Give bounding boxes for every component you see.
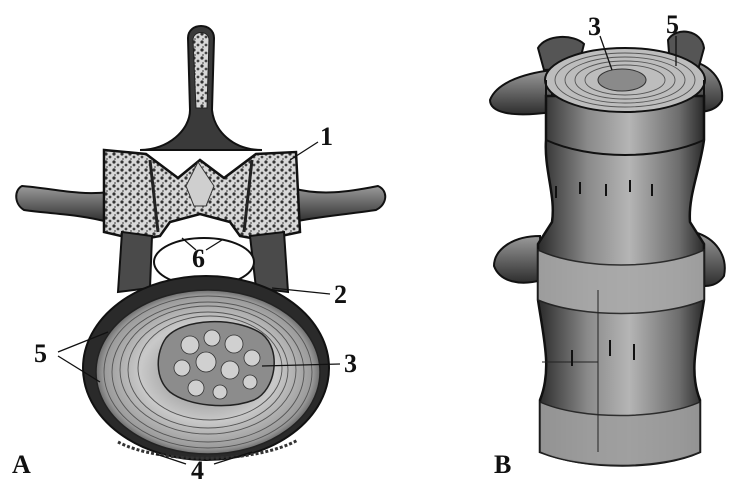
label-a-3: 3 [344, 351, 357, 377]
label-a-2: 2 [334, 282, 347, 308]
top-nucleus [598, 69, 646, 91]
label-a-4: 4 [191, 458, 204, 484]
label-b-3: 3 [588, 14, 601, 40]
label-a-1: 1 [320, 124, 333, 150]
lower-left-process [494, 236, 542, 283]
label-b-5: 5 [666, 12, 679, 38]
upper-left-process [490, 70, 552, 114]
left-pedicle [118, 232, 152, 292]
label-a-5: 5 [34, 341, 47, 367]
label-a-6: 6 [192, 246, 205, 272]
left-transverse-process [16, 186, 108, 222]
right-transverse-process [292, 186, 385, 222]
panel-b-drawing [490, 32, 725, 466]
panel-label-a: A [12, 452, 31, 478]
panel-label-b: B [494, 452, 511, 478]
